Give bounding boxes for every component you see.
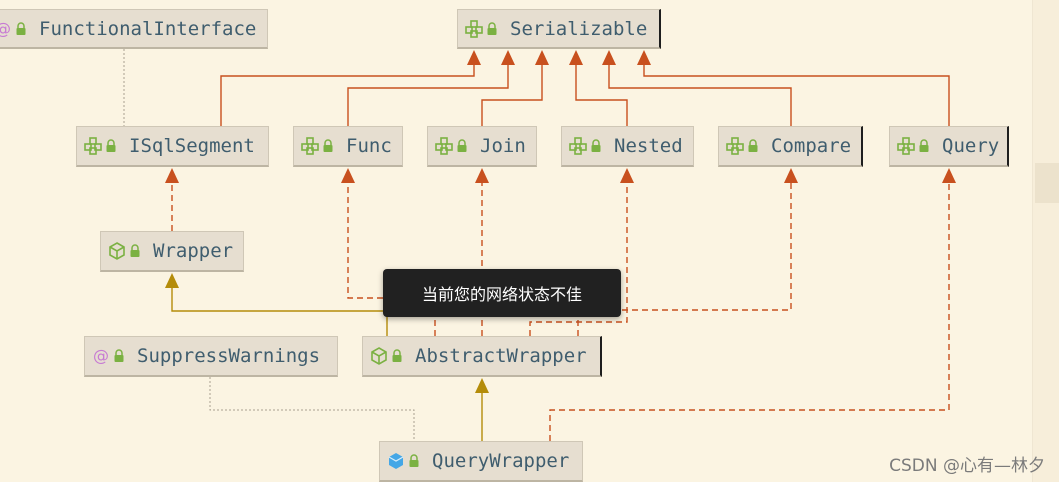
node-label: AbstractWrapper xyxy=(415,345,587,367)
edge-querywrapper-suppresswarnings xyxy=(209,377,415,441)
network-status-toast: 当前您的网络状态不佳 xyxy=(383,269,621,317)
lock-icon xyxy=(408,454,420,468)
node-isqlsegment[interactable]: ISqlSegment xyxy=(76,126,269,167)
lock-icon xyxy=(322,139,334,153)
node-label: Join xyxy=(480,135,526,157)
node-label: Nested xyxy=(614,135,683,157)
edge-nested-serializable xyxy=(575,63,628,126)
node-serializable[interactable]: Serializable xyxy=(457,9,661,49)
node-label: Compare xyxy=(771,135,852,157)
lock-icon xyxy=(391,349,403,363)
lock-icon xyxy=(456,139,468,153)
node-label: Query xyxy=(942,135,1000,157)
edge-func-serializable xyxy=(347,63,509,126)
arrow-abstractwrapper-nested xyxy=(620,168,634,183)
watermark: CSDN @心有—林夕 xyxy=(889,456,1045,476)
lock-icon xyxy=(747,139,759,153)
arrow-wrapper-isqlsegment xyxy=(165,168,179,183)
interface-icon xyxy=(300,136,320,156)
lock-icon xyxy=(105,139,117,153)
interface-icon xyxy=(568,136,588,156)
arrow-abstractwrapper-compare xyxy=(784,168,798,183)
interface-icon xyxy=(434,136,454,156)
toast-message: 当前您的网络状态不佳 xyxy=(421,285,582,304)
node-nested[interactable]: Nested xyxy=(561,126,694,167)
arrow-abstractwrapper-wrapper xyxy=(165,273,179,288)
lock-icon xyxy=(129,244,141,258)
edge-querywrapper-query xyxy=(549,182,950,441)
svg-text:@: @ xyxy=(0,19,11,38)
node-label: SuppressWarnings xyxy=(137,345,321,367)
lock-icon xyxy=(590,139,602,153)
arrow-abstractwrapper-func xyxy=(341,168,355,183)
interface-icon xyxy=(725,136,745,156)
lock-icon xyxy=(113,349,125,363)
arrow-join-serializable xyxy=(535,50,549,65)
edge-abstractwrapper-wrapper xyxy=(171,288,388,336)
annotation-icon: @ xyxy=(91,346,111,366)
arrow-query-serializable xyxy=(637,50,651,65)
interface-icon xyxy=(83,136,103,156)
node-join[interactable]: Join xyxy=(427,126,537,167)
node-wrapper[interactable]: Wrapper xyxy=(100,231,244,272)
node-label: Serializable xyxy=(510,17,648,40)
edge-abstractwrapper-compare xyxy=(577,182,792,336)
lock-icon xyxy=(486,21,498,36)
vertical-scrollbar[interactable] xyxy=(1032,0,1059,482)
class-icon xyxy=(386,451,406,471)
arrow-abstractwrapper-join xyxy=(475,168,489,183)
node-compare[interactable]: Compare xyxy=(718,126,863,167)
node-query[interactable]: Query xyxy=(889,126,1009,167)
node-functionalinterface[interactable]: @ FunctionalInterface xyxy=(0,9,268,49)
node-label: Wrapper xyxy=(153,240,234,262)
edge-query-serializable xyxy=(643,63,950,126)
arrow-nested-serializable xyxy=(569,50,583,65)
interface-icon xyxy=(896,136,916,156)
edge-isqlsegment-serializable xyxy=(220,63,475,126)
arrow-compare-serializable xyxy=(602,50,616,65)
arrow-isqlsegment-serializable xyxy=(467,50,481,65)
edge-compare-serializable xyxy=(608,63,792,126)
arrow-querywrapper-query xyxy=(942,168,956,183)
node-suppresswarnings[interactable]: @ SuppressWarnings xyxy=(84,336,338,377)
node-label: FunctionalInterface xyxy=(39,17,257,40)
node-abstractwrapper[interactable]: AbstractWrapper xyxy=(362,336,602,377)
node-label: QueryWrapper xyxy=(432,450,570,472)
node-label: ISqlSegment xyxy=(129,135,255,157)
lock-icon xyxy=(918,139,930,153)
annotation-icon: @ xyxy=(0,19,13,39)
arrow-querywrapper-abstractwrapper xyxy=(475,378,489,393)
arrow-func-serializable xyxy=(501,50,515,65)
lock-icon xyxy=(15,21,27,36)
node-func[interactable]: Func xyxy=(293,126,403,167)
svg-text:@: @ xyxy=(93,346,109,365)
scrollbar-thumb[interactable] xyxy=(1035,163,1059,203)
node-label: Func xyxy=(346,135,392,157)
abstract-class-icon xyxy=(369,346,389,366)
node-querywrapper[interactable]: QueryWrapper xyxy=(379,441,583,482)
interface-icon xyxy=(464,19,484,39)
abstract-class-icon xyxy=(107,241,127,261)
edge-join-serializable xyxy=(481,63,543,126)
